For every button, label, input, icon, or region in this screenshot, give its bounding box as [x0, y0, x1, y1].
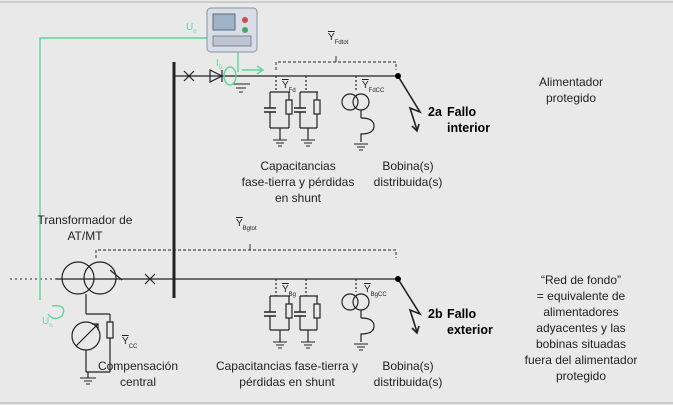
- top-coil-inductor: [360, 117, 375, 142]
- ybgtot-label: YBgtot: [236, 218, 257, 232]
- breaker-cross-bottom: [144, 273, 156, 285]
- fault-2a-number: 2a: [428, 105, 442, 119]
- bottom-res1: [285, 303, 293, 319]
- top-cap2: [294, 107, 306, 113]
- transformador-label: Transformador de AT/MT: [37, 213, 133, 243]
- fault-2b-text: Fallo exterior: [447, 307, 493, 337]
- bobina-top-label: Bobina(s) distribuida(s): [373, 159, 443, 189]
- top-branch-2-ground: [301, 139, 315, 147]
- compensacion-label: Compensación central: [97, 359, 179, 389]
- top-res1: [285, 99, 293, 115]
- ycc-label: YCC: [122, 336, 138, 350]
- fault-2b-bolt: [397, 278, 422, 333]
- breaker-cross-top: [183, 70, 195, 82]
- ct-core: [223, 66, 237, 86]
- alimentador-label: Alimentador protegido: [538, 75, 604, 105]
- bottom-res2: [313, 303, 321, 319]
- cap-top-label: Capacitancias fase-tierra y pérdidas en …: [241, 159, 355, 205]
- top-res2: [313, 99, 321, 115]
- red-fondo-label: “Red de fondo” = equivalente de alimenta…: [524, 273, 638, 383]
- bottom-cap2: [294, 311, 306, 317]
- bobina-bottom-label: Bobina(s) distribuida(s): [373, 359, 443, 389]
- top-branch-1-ground: [273, 139, 287, 147]
- bottom-cap1: [264, 311, 276, 317]
- fault-2a-bolt: [397, 75, 422, 131]
- bottom-coil-circle1: [341, 293, 359, 311]
- yfdtot-label: YFdtot: [328, 32, 349, 46]
- transformer-tap: [109, 269, 123, 281]
- yfd-label: YFd: [282, 80, 296, 94]
- fault-2a-bolt-head: [411, 123, 420, 133]
- top-coil-circle1: [341, 93, 359, 111]
- bottom-coil-ground: [354, 343, 368, 351]
- top-coil-circle2: [352, 93, 370, 111]
- un-sensor-bottom: [47, 305, 65, 320]
- fault-point-bottom: [395, 276, 401, 282]
- ybgcc-label: YBgCC: [364, 284, 387, 298]
- fault-2b-bolt-head: [411, 325, 420, 335]
- un-label-top: Un: [186, 22, 197, 35]
- bottom-branch-2-ground: [301, 341, 315, 349]
- fault-2b-number: 2b: [428, 307, 443, 321]
- yfdtot-brace: [275, 61, 397, 70]
- ybg-label: YBg: [282, 284, 297, 298]
- i0-arrow-head: [256, 65, 265, 75]
- un-label-bottom: Un: [42, 316, 53, 329]
- bottom-coil-inductor: [360, 317, 375, 342]
- i0-label: I0: [216, 58, 223, 71]
- un-voltage-path: [39, 37, 210, 300]
- compensation-arrow-head: [92, 323, 99, 330]
- bottom-branch-1-ground: [273, 341, 287, 349]
- transformer-primary: [61, 261, 95, 295]
- transformer-secondary: [83, 261, 117, 295]
- cap-bottom-label: Capacitancias fase-tierra y pérdidas en …: [215, 359, 359, 389]
- compensation-resistor: [106, 321, 114, 339]
- ct-arrow-symbol: [209, 69, 224, 83]
- fault-point-top: [395, 73, 401, 79]
- fault-2a-text: Fallo interior: [447, 105, 491, 135]
- protection-relay-icon: [205, 6, 259, 54]
- top-cap1: [264, 107, 276, 113]
- compensation-arrow: [75, 323, 99, 347]
- ybgtot-brace: [95, 249, 397, 258]
- bottom-coil-circle2: [352, 293, 370, 311]
- ct-earth: [232, 83, 250, 93]
- yfdcc-label: YFdCC: [362, 80, 385, 94]
- top-coil-ground: [354, 143, 368, 151]
